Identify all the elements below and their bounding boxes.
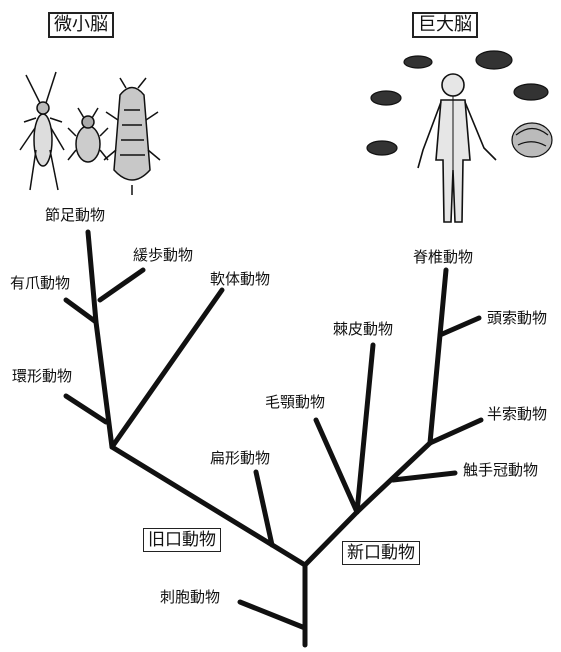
human-nervous-system-icon bbox=[418, 74, 496, 222]
heading-giant-brain: 巨大脳 bbox=[412, 12, 478, 38]
label-hemichordata: 半索動物 bbox=[487, 405, 547, 423]
label-platyhelminthes: 扁形動物 bbox=[210, 449, 270, 467]
label-mollusca: 軟体動物 bbox=[210, 270, 270, 288]
bird-brain-icon bbox=[514, 84, 548, 100]
heading-micro-brain: 微小脳 bbox=[48, 12, 114, 38]
label-arthropoda: 節足動物 bbox=[45, 206, 105, 224]
label-lophophorata: 触手冠動物 bbox=[463, 461, 538, 479]
reptile-brain-icon bbox=[476, 51, 512, 69]
label-tardigrada: 緩歩動物 bbox=[133, 246, 193, 264]
label-deuterostomia: 新口動物 bbox=[342, 541, 420, 565]
amphibian-brain-icon bbox=[371, 91, 401, 105]
label-cnidaria: 刺胞動物 bbox=[160, 588, 220, 606]
label-chaetognatha: 毛顎動物 bbox=[265, 393, 325, 411]
label-vertebrata: 脊椎動物 bbox=[413, 248, 473, 266]
mammal-brain-icon bbox=[367, 141, 397, 155]
fish-brain-icon bbox=[404, 56, 432, 68]
label-annelida: 環形動物 bbox=[12, 367, 72, 385]
label-cephalochordata: 頭索動物 bbox=[487, 309, 547, 327]
label-onychophora: 有爪動物 bbox=[10, 274, 70, 292]
label-echinodermata: 棘皮動物 bbox=[333, 320, 393, 338]
label-protostomia: 旧口動物 bbox=[143, 528, 221, 552]
